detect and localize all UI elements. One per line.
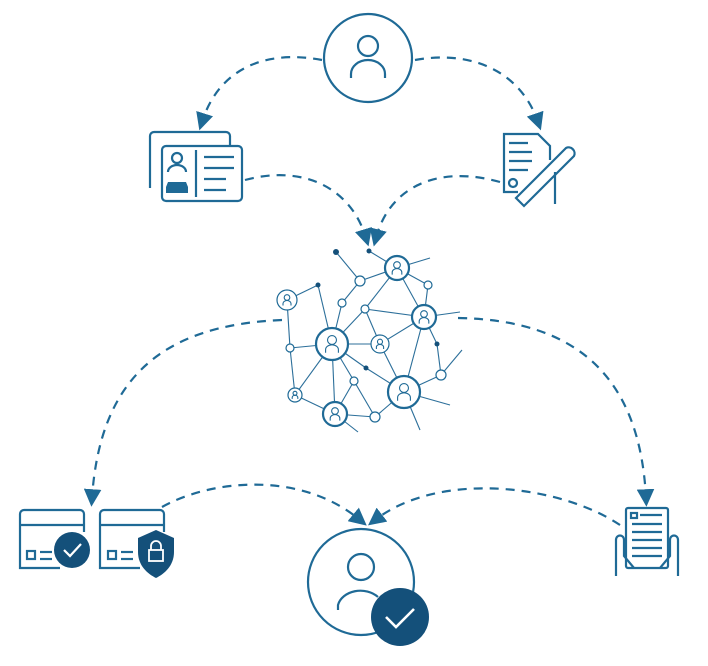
user-icon (322, 12, 414, 104)
network-node (337, 298, 347, 308)
secure-window-icon (98, 508, 174, 578)
network-node (349, 376, 359, 386)
person-icon (397, 392, 411, 401)
network-node (360, 304, 370, 314)
person-icon (282, 299, 292, 306)
id-card-icon (148, 130, 244, 203)
person-icon (329, 414, 341, 421)
network-node (369, 411, 381, 423)
person-icon (418, 317, 430, 324)
person-icon (391, 268, 403, 275)
network-icon (276, 248, 463, 433)
person-icon (325, 344, 339, 353)
network-dot (363, 365, 369, 371)
network-node (285, 343, 295, 353)
network-dot (366, 248, 372, 254)
verified-window-icon (18, 508, 90, 570)
network-dot (333, 249, 339, 255)
network-edge (289, 347, 296, 396)
signed-document-icon (502, 132, 576, 208)
flow-arrows (83, 56, 655, 526)
person-icon (375, 343, 385, 349)
network-node (354, 275, 366, 287)
network-edge (353, 380, 376, 418)
verified-user-icon (306, 527, 429, 646)
person-icon (291, 394, 299, 399)
network-node (435, 369, 447, 381)
network-dot (434, 341, 440, 347)
document-in-hands-icon (614, 506, 680, 576)
network-dot (315, 282, 321, 288)
network-node (423, 280, 433, 290)
network-edge (335, 251, 361, 282)
